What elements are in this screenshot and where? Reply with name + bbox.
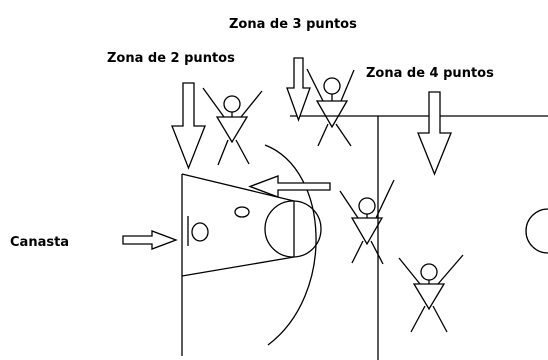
arrow-left-icon bbox=[248, 175, 331, 198]
free-throw-circle bbox=[264, 200, 322, 258]
player-2-icon bbox=[306, 68, 355, 147]
player-3-icon bbox=[339, 179, 395, 265]
arrow-down-zona-4-icon bbox=[417, 91, 452, 176]
basket bbox=[187, 206, 250, 246]
court-lines bbox=[181, 115, 548, 360]
rim-icon bbox=[191, 222, 209, 242]
player-4-icon bbox=[398, 254, 464, 333]
arrow-down-zona-3-icon bbox=[286, 57, 311, 122]
center-circle bbox=[525, 208, 548, 254]
arrow-right-canasta-icon bbox=[122, 230, 178, 250]
label-zona-3-puntos: Zona de 3 puntos bbox=[229, 17, 357, 32]
label-canasta: Canasta bbox=[10, 235, 69, 250]
lane-bottom bbox=[181, 256, 295, 277]
ball-icon bbox=[234, 206, 250, 218]
player-1-icon bbox=[202, 87, 263, 166]
arrow-down-zona-2-icon bbox=[171, 82, 206, 170]
three-point-arc bbox=[264, 144, 317, 346]
label-zona-4-puntos: Zona de 4 puntos bbox=[366, 66, 494, 81]
label-zona-2-puntos: Zona de 2 puntos bbox=[107, 51, 235, 66]
